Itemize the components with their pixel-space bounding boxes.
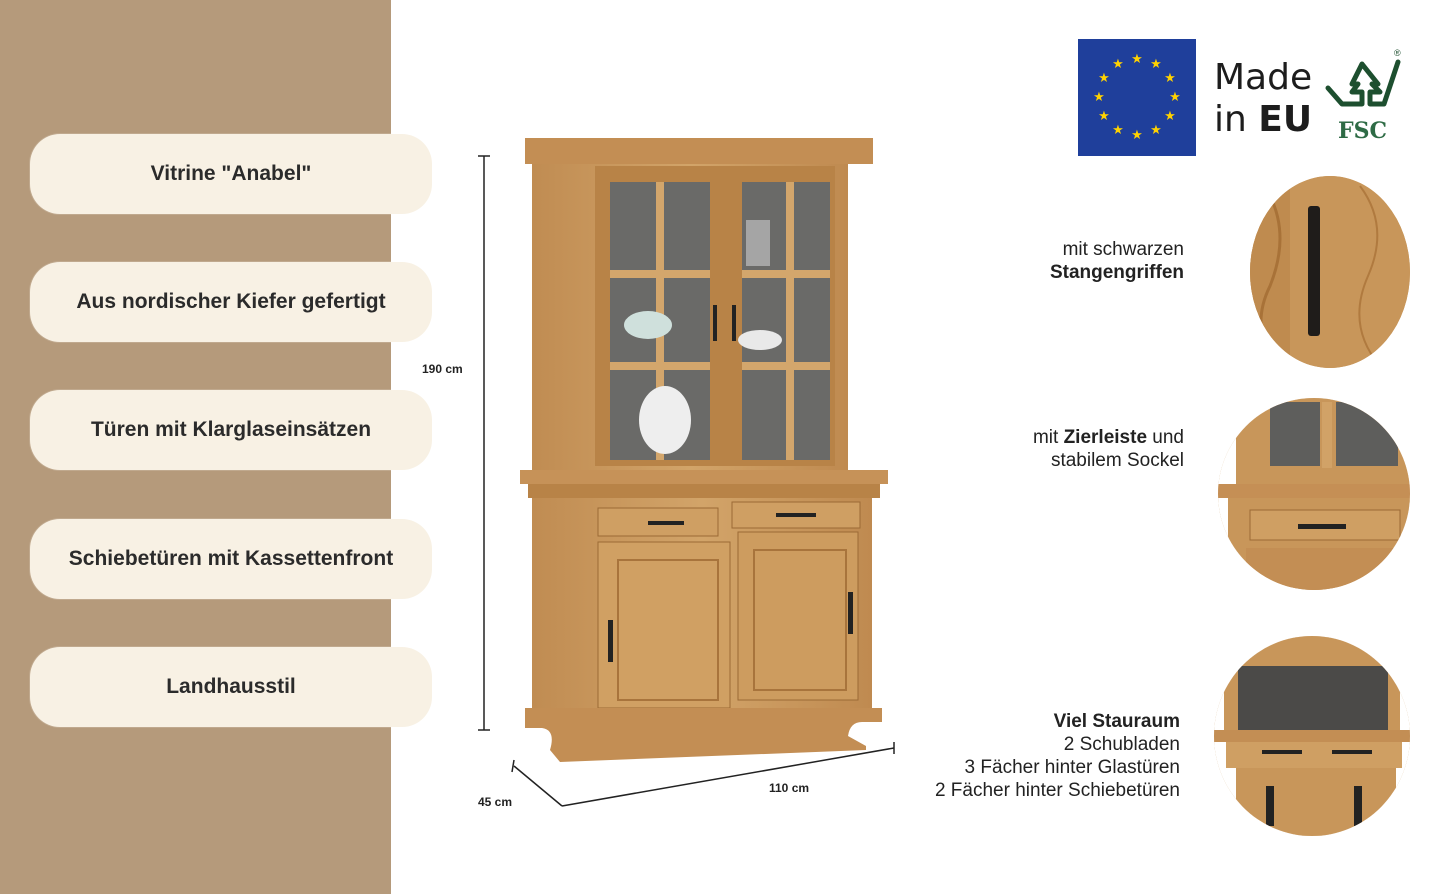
made-in-line1: Made xyxy=(1214,57,1313,98)
eu-flag-logo: ★★★ ★★★ ★★★ ★★★ xyxy=(1078,39,1196,156)
svg-text:★: ★ xyxy=(1169,90,1181,105)
svg-text:★: ★ xyxy=(1150,123,1162,138)
base-line2: stabilem Sockel xyxy=(1050,450,1184,471)
depth-dimension-line xyxy=(511,759,563,807)
base-prefix: mit xyxy=(1032,427,1064,448)
storage-caption: Viel Stauraum 2 Schubladen 3 Fächer hint… xyxy=(935,710,1180,802)
fsc-logo: ® FSC xyxy=(1322,48,1404,148)
storage-detail-image xyxy=(1214,636,1410,836)
drawers xyxy=(597,501,861,537)
storage-title: Viel Stauraum xyxy=(1053,711,1180,732)
feature-pill-style: Landhausstil xyxy=(30,647,432,727)
handles-caption: mit schwarzen Stangengriffen xyxy=(1050,238,1184,284)
fsc-reg-mark: ® xyxy=(1394,48,1401,58)
feature-pill-material: Aus nordischer Kiefer gefertigt xyxy=(30,262,432,342)
svg-text:★: ★ xyxy=(1098,71,1110,86)
feature-pill-name: Vitrine "Anabel" xyxy=(30,134,432,214)
svg-text:★: ★ xyxy=(1164,71,1176,86)
svg-text:★: ★ xyxy=(1131,52,1143,67)
glass-doors xyxy=(595,166,835,466)
svg-text:★: ★ xyxy=(1164,109,1176,124)
feature-pill-glass-doors: Türen mit Klarglaseinsätzen xyxy=(30,390,432,470)
storage-title-row: Viel Stauraum xyxy=(935,710,1180,733)
svg-text:★: ★ xyxy=(1098,109,1110,124)
sliding-doors xyxy=(597,531,859,709)
handles-bold: Stangengriffen xyxy=(1049,262,1184,283)
storage-line-sliding: 2 Fächer hinter Schiebetüren xyxy=(934,780,1180,801)
svg-text:★: ★ xyxy=(1150,57,1162,72)
svg-text:★: ★ xyxy=(1131,128,1143,143)
made-in-prefix: in xyxy=(1214,99,1259,140)
base-caption: mit Zierleiste und stabilem Sockel xyxy=(1033,426,1184,472)
made-in-eu-text: Made in EU xyxy=(1214,57,1312,141)
svg-text:★: ★ xyxy=(1093,90,1105,105)
handles-line1: mit schwarzen xyxy=(1062,239,1184,260)
fsc-label: FSC xyxy=(1338,118,1388,144)
made-in-line2: in EU xyxy=(1214,99,1312,141)
fsc-tree-icon xyxy=(1325,59,1401,107)
storage-line-drawers: 2 Schubladen xyxy=(1063,734,1180,755)
base-detail-image xyxy=(1218,398,1410,590)
storage-line-glass: 3 Fächer hinter Glastüren xyxy=(964,757,1180,778)
depth-label: 45 cm xyxy=(478,795,513,809)
svg-text:★: ★ xyxy=(1112,57,1124,72)
handle-detail-image xyxy=(1250,176,1410,368)
svg-text:★: ★ xyxy=(1112,123,1124,138)
made-in-eu-bold: EU xyxy=(1258,99,1313,140)
height-dimension-line xyxy=(478,155,490,731)
cabinet-illustration xyxy=(478,138,895,807)
base-line1: mit Zierleiste und xyxy=(1033,426,1184,449)
handles-line2: Stangengriffen xyxy=(1050,261,1184,284)
feature-pill-sliding-doors: Schiebetüren mit Kassettenfront xyxy=(30,519,432,599)
width-label: 110 cm xyxy=(769,781,810,795)
base-bold: Zierleiste xyxy=(1063,427,1148,448)
height-label: 190 cm xyxy=(422,362,463,376)
width-dimension-line xyxy=(561,742,895,807)
base-suffix: und xyxy=(1147,427,1184,448)
